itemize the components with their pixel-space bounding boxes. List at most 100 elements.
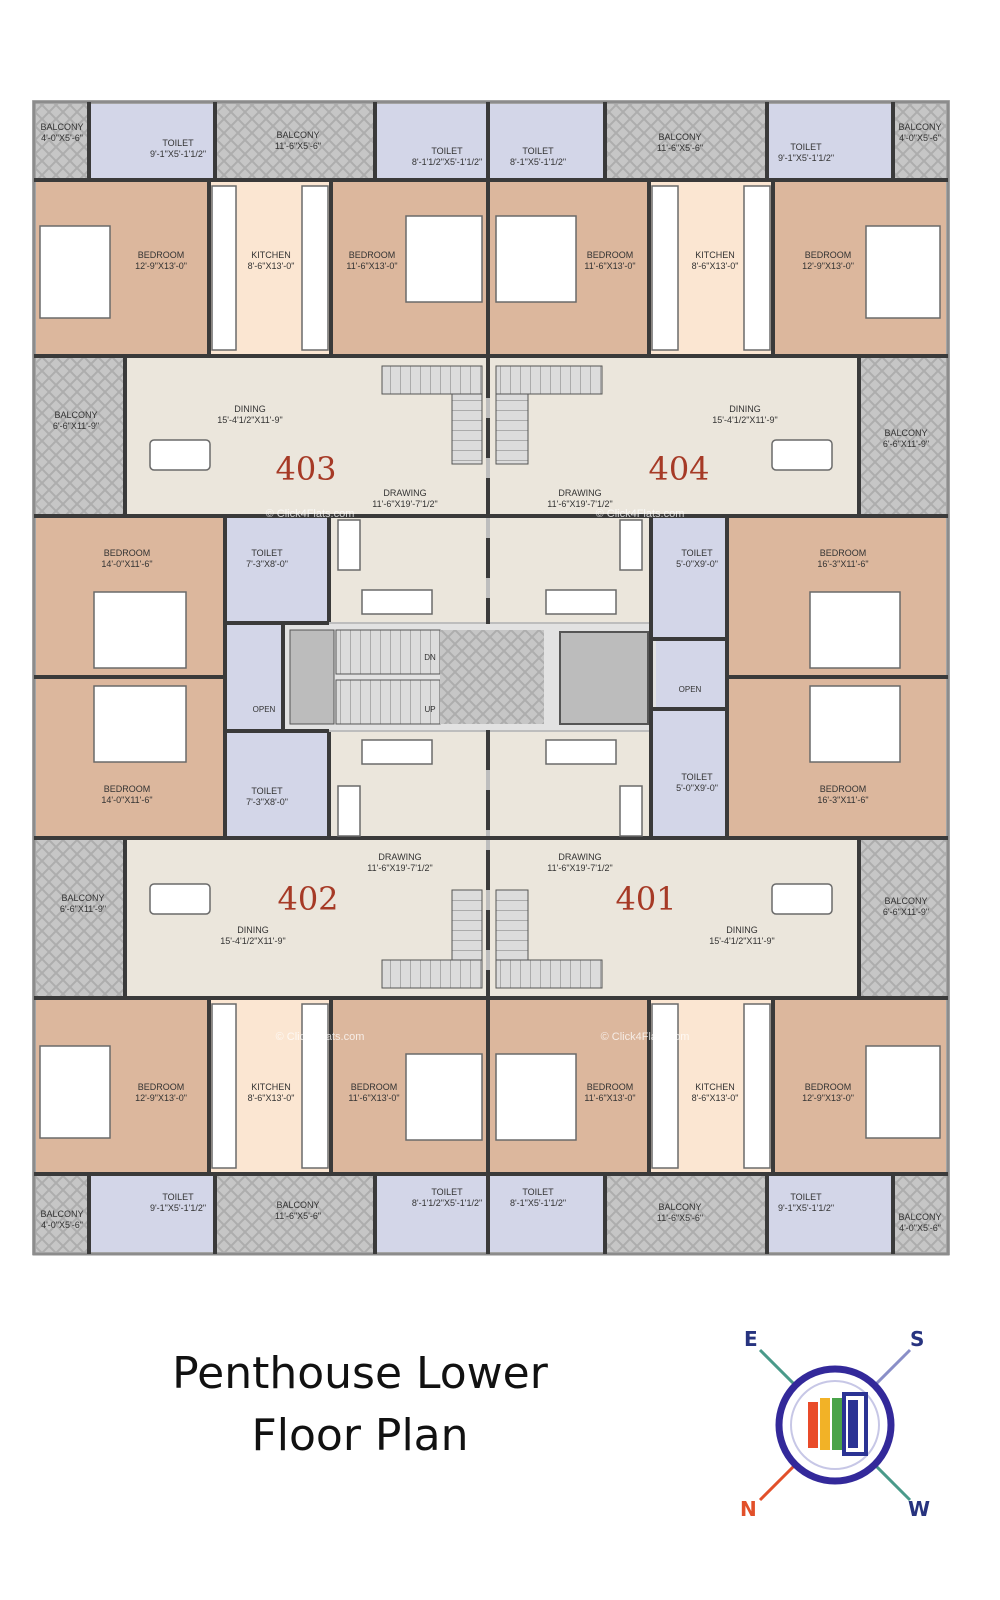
label-size: 8'-6"X13'-0" xyxy=(692,261,739,271)
label-balcony: BALCONY xyxy=(276,1200,319,1210)
label-bedroom: BEDROOM xyxy=(587,250,634,260)
balcony-west-top xyxy=(36,358,124,514)
label-balcony: BALCONY xyxy=(898,1212,941,1222)
label-balcony: BALCONY xyxy=(40,122,83,132)
label-size: 15'-4'1/2"X11'-9" xyxy=(217,415,282,425)
label-balcony: BALCONY xyxy=(40,1209,83,1219)
label-size: 4'-0"X5'-6" xyxy=(899,133,941,143)
balcony-bot-1 xyxy=(36,1176,88,1252)
label-balcony: BALCONY xyxy=(898,122,941,132)
balcony-top-1 xyxy=(36,104,88,180)
beds xyxy=(39,215,941,1141)
label-kitchen: KITCHEN xyxy=(251,1082,291,1092)
balcony-bot-4 xyxy=(894,1176,946,1252)
label-down: DN xyxy=(424,653,436,662)
toilet-mid-east-2 xyxy=(652,710,726,836)
label-size: 8'-6"X13'-0" xyxy=(248,261,295,271)
label-size: 4'-0"X5'-6" xyxy=(41,133,83,143)
label-balcony: BALCONY xyxy=(884,896,927,906)
label-size: 15'-4'1/2"X11'-9" xyxy=(712,415,777,425)
balcony-top-4 xyxy=(894,104,946,180)
label-bedroom: BEDROOM xyxy=(820,548,867,558)
label-size: 15'-4'1/2"X11'-9" xyxy=(220,936,285,946)
watermark: © Click4Flats.com xyxy=(266,508,355,520)
label-size: 12'-9"X13'-0" xyxy=(802,261,854,271)
compass-n: N xyxy=(740,1497,757,1520)
label-toilet: TOILET xyxy=(162,1192,194,1202)
balcony-west-bottom xyxy=(36,840,124,996)
label-bedroom: BEDROOM xyxy=(805,1082,852,1092)
label-toilet: TOILET xyxy=(522,146,554,156)
dining-tables xyxy=(149,439,833,915)
label-balcony: BALCONY xyxy=(276,130,319,140)
label-size: 12'-9"X13'-0" xyxy=(802,1093,854,1103)
unit-number: 402 xyxy=(277,880,338,918)
label-size: 4'-0"X5'-6" xyxy=(899,1223,941,1233)
label-size: 11'-6"X13'-0" xyxy=(584,1093,635,1103)
label-toilet: TOILET xyxy=(251,786,283,796)
shaft-west xyxy=(226,624,282,730)
label-drawing: DRAWING xyxy=(558,852,601,862)
label-size: 11'-6"X5'-6" xyxy=(275,1211,321,1221)
label-toilet: TOILET xyxy=(790,142,822,152)
label-bedroom: BEDROOM xyxy=(104,548,151,558)
label-dining: DINING xyxy=(234,404,266,414)
label-size: 7'-3"X8'-0" xyxy=(246,797,288,807)
label-open: OPEN xyxy=(253,705,276,714)
balcony-top-3 xyxy=(606,104,766,180)
label-balcony: BALCONY xyxy=(658,1202,701,1212)
toilet-bot-2 xyxy=(376,1176,486,1252)
toilet-mid-west-2 xyxy=(226,732,328,836)
label-toilet: TOILET xyxy=(522,1187,554,1197)
label-kitchen: KITCHEN xyxy=(251,250,291,260)
label-toilet: TOILET xyxy=(681,548,713,558)
label-size: 8'-1'1/2"X5'-1'1/2" xyxy=(412,157,482,167)
label-balcony: BALCONY xyxy=(54,410,97,420)
label-size: 11'-6"X5'-6" xyxy=(657,143,703,153)
label-bedroom: BEDROOM xyxy=(138,250,185,260)
label-size: 14'-0"X11'-6" xyxy=(101,559,152,569)
label-drawing: DRAWING xyxy=(558,488,601,498)
label-size: 11'-6"X5'-6" xyxy=(657,1213,703,1223)
compass-e: E xyxy=(744,1330,758,1351)
label-size: 7'-3"X8'-0" xyxy=(246,559,288,569)
unit-number: 403 xyxy=(275,450,336,488)
label-size: 9'-1"X5'-1'1/2" xyxy=(150,1203,206,1213)
label-size: 5'-0"X9'-0" xyxy=(676,559,718,569)
watermark: © Click4Flats.com xyxy=(276,1031,365,1043)
label-toilet: TOILET xyxy=(681,772,713,782)
label-size: 6'-6"X11'-9" xyxy=(883,439,929,449)
internal-stair-404 xyxy=(495,365,603,465)
label-size: 8'-1'1/2"X5'-1'1/2" xyxy=(412,1198,482,1208)
label-size: 6'-6"X11'-9" xyxy=(883,907,929,917)
label-size: 11'-6"X13'-0" xyxy=(346,261,397,271)
kitchen-counters xyxy=(211,185,771,1169)
label-size: 15'-4'1/2"X11'-9" xyxy=(709,936,774,946)
label-up: UP xyxy=(424,705,435,714)
label-bedroom: BEDROOM xyxy=(349,250,396,260)
label-size: 6'-6"X11'-9" xyxy=(53,421,99,431)
label-size: 8'-1"X5'-1'1/2" xyxy=(510,157,566,167)
label-size: 5'-0"X9'-0" xyxy=(676,783,718,793)
main-stair xyxy=(289,629,649,725)
watermark: © Click4Flats.com xyxy=(601,1031,690,1043)
label-size: 9'-1"X5'-1'1/2" xyxy=(778,153,834,163)
toilet-top-4 xyxy=(768,104,892,180)
balcony-east-bottom xyxy=(860,840,946,996)
label-size: 12'-9"X13'-0" xyxy=(135,1093,187,1103)
toilet-mid-west-1 xyxy=(226,518,328,622)
label-size: 11'-6"X13'-0" xyxy=(348,1093,399,1103)
label-bedroom: BEDROOM xyxy=(351,1082,398,1092)
label-toilet: TOILET xyxy=(162,138,194,148)
label-size: 11'-6"X13'-0" xyxy=(584,261,635,271)
compass: E S N W xyxy=(740,1330,930,1520)
label-drawing: DRAWING xyxy=(383,488,426,498)
label-size: 16'-3"X11'-6" xyxy=(817,559,868,569)
label-size: 4'-0"X5'-6" xyxy=(41,1220,83,1230)
compass-w: W xyxy=(908,1497,930,1520)
label-size: 9'-1"X5'-1'1/2" xyxy=(778,1203,834,1213)
label-size: 16'-3"X11'-6" xyxy=(817,795,868,805)
unit-number: 401 xyxy=(615,880,676,918)
label-drawing: DRAWING xyxy=(378,852,421,862)
label-dining: DINING xyxy=(729,404,761,414)
